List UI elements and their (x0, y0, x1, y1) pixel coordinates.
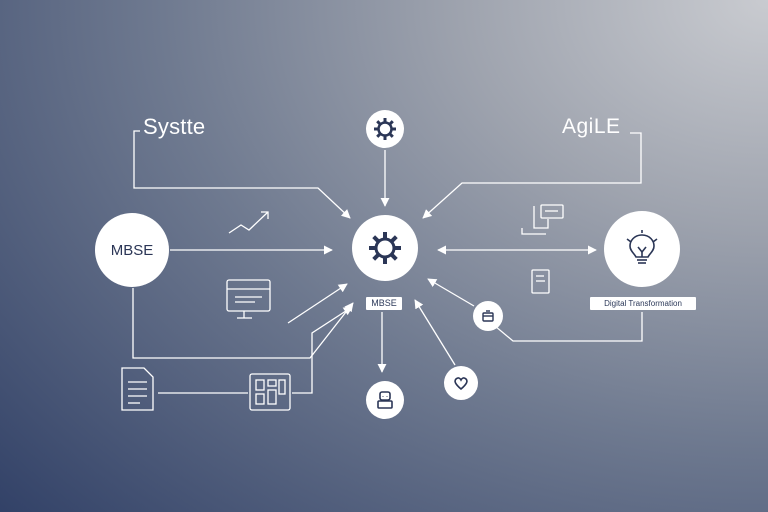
lightbulb-icon (626, 230, 658, 264)
kanban-board-icon (249, 373, 291, 411)
trend-arrow-icon (228, 211, 269, 234)
mbse-center-label: MBSE (366, 297, 402, 310)
heart-node[interactable] (444, 366, 478, 400)
document-icon (121, 367, 154, 411)
bulb-node[interactable] (604, 211, 680, 287)
small-box-node[interactable] (473, 301, 503, 331)
chat-icon (521, 204, 564, 235)
box-icon (482, 310, 494, 322)
connector-heart-hub (414, 299, 456, 366)
monitor-icon (226, 279, 271, 319)
top-gear-node[interactable] (366, 110, 404, 148)
systems-label: Systte (143, 114, 206, 139)
connector-small-hub (427, 278, 475, 307)
connector-digital-bracket (494, 312, 643, 342)
gear-icon (369, 232, 401, 264)
gear-icon (374, 118, 396, 140)
heart-icon (454, 377, 468, 391)
agile-label: AgiLE (562, 115, 621, 138)
mbse-node-label: MBSE (110, 241, 154, 259)
mbse-node[interactable]: MBSE (95, 213, 169, 287)
robot-icon (377, 391, 393, 409)
clipboard-icon (531, 269, 550, 294)
connector-agile-hub (422, 132, 642, 219)
connector-diag-left (287, 283, 348, 324)
connector-systems-hub (133, 130, 351, 219)
hub-node[interactable] (352, 215, 418, 281)
connector-doc-hub (158, 307, 352, 394)
bottom-node[interactable] (366, 381, 404, 419)
connector-mbse-bracket (132, 288, 354, 359)
digital-transformation-label: Digital Transformation (590, 297, 696, 310)
